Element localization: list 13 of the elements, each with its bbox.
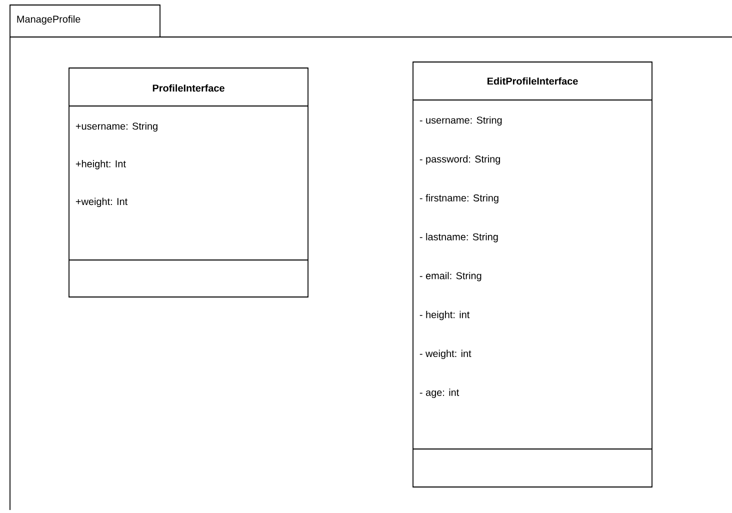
attribute-text: - username: String xyxy=(420,116,502,126)
attribute-text: +height: Int xyxy=(76,160,126,170)
attribute-text: - age: int xyxy=(420,388,460,398)
attribute-text: - weight: int xyxy=(420,350,472,360)
attribute-text: - email: String xyxy=(420,272,482,282)
attribute-text: +weight: Int xyxy=(76,198,128,208)
attribute-text: - height: int xyxy=(420,310,470,320)
class-name: EditProfileInterface xyxy=(488,77,578,85)
attribute-text: - password: String xyxy=(420,155,500,165)
attribute-text: - lastname: String xyxy=(420,233,498,242)
class-name: ProfileInterface xyxy=(152,84,224,92)
attribute-text: +username: String xyxy=(76,122,158,132)
attribute-text: - firstname: String xyxy=(420,194,498,204)
